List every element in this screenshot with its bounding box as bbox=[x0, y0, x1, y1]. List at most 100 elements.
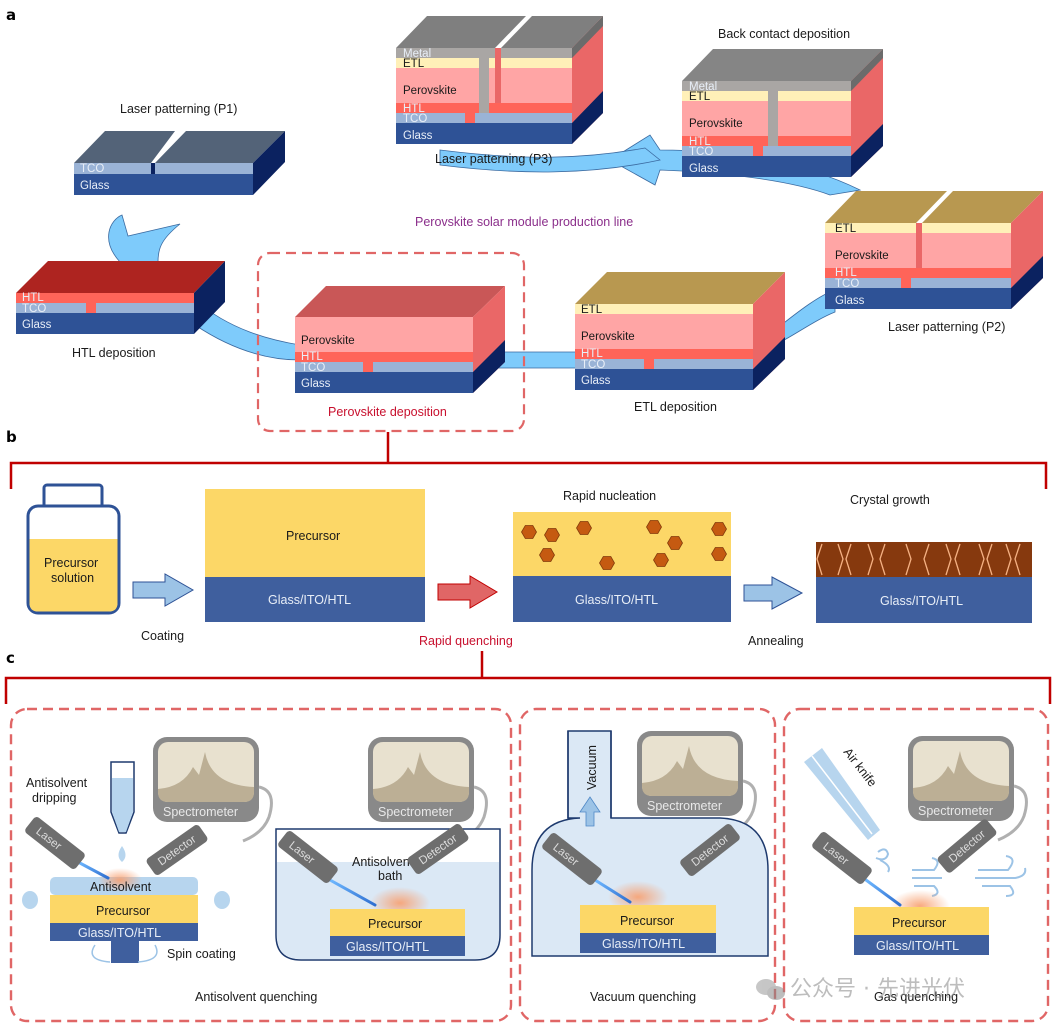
laser-beam bbox=[76, 860, 110, 880]
flow-arrow-back-to-p3 bbox=[439, 147, 661, 173]
layer-label: TCO bbox=[689, 146, 713, 158]
detector-icon: Detector bbox=[146, 825, 208, 875]
label-precursor: Precursor bbox=[892, 916, 946, 930]
panel-label-b: b bbox=[6, 428, 17, 446]
arrow-quenching-icon bbox=[437, 575, 498, 609]
grain-boundary bbox=[1005, 543, 1012, 576]
substrate bbox=[816, 577, 1032, 623]
substrate bbox=[513, 576, 731, 622]
laser-beam bbox=[593, 878, 632, 904]
substrate-label: Glass/ITO/HTL bbox=[880, 594, 963, 608]
nucleus-icon bbox=[599, 556, 615, 570]
layer-label: TCO bbox=[301, 362, 325, 374]
wind-icon bbox=[875, 848, 1027, 897]
grain-boundaries bbox=[816, 543, 1021, 576]
grain-boundary bbox=[845, 543, 852, 576]
layer-label: Glass bbox=[835, 295, 865, 307]
layer-label: Metal bbox=[403, 48, 431, 60]
grain-boundary bbox=[954, 543, 961, 576]
label-substrate: Glass/ITO/HTL bbox=[602, 937, 685, 951]
box-gas-quenching bbox=[782, 707, 1050, 1023]
arrow-annealing-icon bbox=[743, 576, 804, 610]
flow-arrow-htl-to-p1 bbox=[108, 214, 181, 263]
layer-label: ETL bbox=[689, 91, 711, 103]
stack-perovskite-deposition: Perovskite HTL TCO Glass bbox=[295, 286, 505, 393]
grain-boundary bbox=[867, 543, 874, 576]
grain-boundary bbox=[905, 543, 912, 576]
layer-label: Glass bbox=[80, 180, 110, 192]
watermark: 公众号 · 先进光伏 bbox=[756, 977, 965, 1002]
label-precursor: Precursor bbox=[620, 914, 674, 928]
caption-p3: Laser patterning (P3) bbox=[435, 152, 552, 166]
production-line-title: Perovskite solar module production line bbox=[415, 215, 633, 229]
laser-beam bbox=[328, 878, 377, 907]
label-substrate: Glass/ITO/HTL bbox=[78, 926, 161, 940]
layer-label: HTL bbox=[301, 351, 323, 363]
grain-boundary bbox=[1014, 543, 1021, 576]
label-substrate: Glass/ITO/HTL bbox=[346, 940, 429, 954]
layer-label: HTL bbox=[689, 136, 711, 148]
nucleation-film bbox=[513, 512, 731, 576]
flow-arrow-pvk-to-etl bbox=[494, 351, 581, 369]
laser-beam bbox=[864, 878, 902, 907]
layer-label: TCO bbox=[403, 113, 427, 125]
label-antisolvent-dripping: dripping bbox=[32, 791, 77, 805]
grain-boundary bbox=[986, 543, 993, 576]
substrate-label: Glass/ITO/HTL bbox=[575, 593, 658, 607]
laser-icon: Laser bbox=[25, 817, 85, 869]
label-antisolvent: Antisolvent bbox=[90, 880, 152, 894]
panel-label-c: c bbox=[6, 649, 15, 667]
layer-label: Glass bbox=[403, 130, 433, 142]
caption-perovskite: Perovskite deposition bbox=[328, 405, 447, 419]
stack-laser-patterning-p1: TCO Glass bbox=[74, 131, 285, 195]
precursor-film bbox=[205, 489, 425, 577]
layer-label: HTL bbox=[581, 348, 603, 360]
layer-label: ETL bbox=[403, 58, 425, 70]
droplet-icon bbox=[118, 846, 126, 862]
antisolvent-dripping-setup: Antisolvent dripping Antisolvent Precurs… bbox=[22, 761, 317, 1004]
spectrometer-icon: Spectrometer bbox=[908, 736, 1028, 842]
layer-label: TCO bbox=[581, 359, 605, 371]
label-precursor: Precursor bbox=[368, 917, 422, 931]
nucleus-icon bbox=[711, 547, 727, 561]
precursor-bottle-icon: Precursor solution bbox=[26, 483, 121, 615]
layer-label: Glass bbox=[22, 319, 52, 331]
stack-laser-patterning-p3: Metal ETL Perovskite HTL TCO Glass bbox=[396, 16, 603, 144]
droplet-icon bbox=[22, 891, 38, 909]
bottle-label: Precursor bbox=[44, 556, 98, 570]
stack-back-contact-deposition: Metal ETL Perovskite HTL TCO Glass bbox=[682, 49, 883, 177]
nucleus-icon bbox=[539, 548, 555, 562]
vacuum-arrow-icon bbox=[579, 796, 601, 827]
nucleation-title: Rapid nucleation bbox=[563, 489, 656, 503]
nucleus-icon bbox=[711, 522, 727, 536]
watermark-text: 公众号 · 先进光伏 bbox=[790, 977, 965, 1002]
droplet-icon bbox=[214, 891, 230, 909]
bracket-c bbox=[4, 651, 1052, 704]
panel-label-a: a bbox=[6, 6, 16, 24]
label-spin-coating: Spin coating bbox=[167, 947, 236, 961]
caption-p1: Laser patterning (P1) bbox=[120, 102, 237, 116]
label-vacuum: Vacuum bbox=[585, 745, 599, 790]
label-antisolvent-bath: Antisolvent bbox=[352, 855, 414, 869]
arrow-coating-icon bbox=[132, 573, 195, 607]
label-antisolvent-dripping: Antisolvent bbox=[26, 776, 88, 790]
nucleus-icon bbox=[576, 521, 592, 535]
caption-back-contact: Back contact deposition bbox=[718, 27, 850, 41]
layer-label: Perovskite bbox=[301, 335, 355, 347]
stack-laser-patterning-p2: ETL Perovskite HTL TCO Glass bbox=[825, 191, 1043, 309]
label-gas-quenching: Gas quenching bbox=[874, 990, 958, 1004]
layer-label: Perovskite bbox=[403, 85, 457, 97]
box-vacuum-quenching bbox=[518, 707, 777, 1023]
nuclei-group bbox=[521, 520, 727, 570]
label-rapid-quenching: Rapid quenching bbox=[419, 634, 513, 648]
nucleus-icon bbox=[521, 525, 537, 539]
label-coating: Coating bbox=[141, 629, 184, 643]
grain-boundary bbox=[879, 543, 886, 576]
label-substrate: Glass/ITO/HTL bbox=[876, 939, 959, 953]
detector-icon: Detector bbox=[937, 819, 997, 873]
bottle-label: solution bbox=[51, 571, 94, 585]
layer-label: Glass bbox=[301, 378, 331, 390]
bracket-b bbox=[9, 432, 1048, 489]
